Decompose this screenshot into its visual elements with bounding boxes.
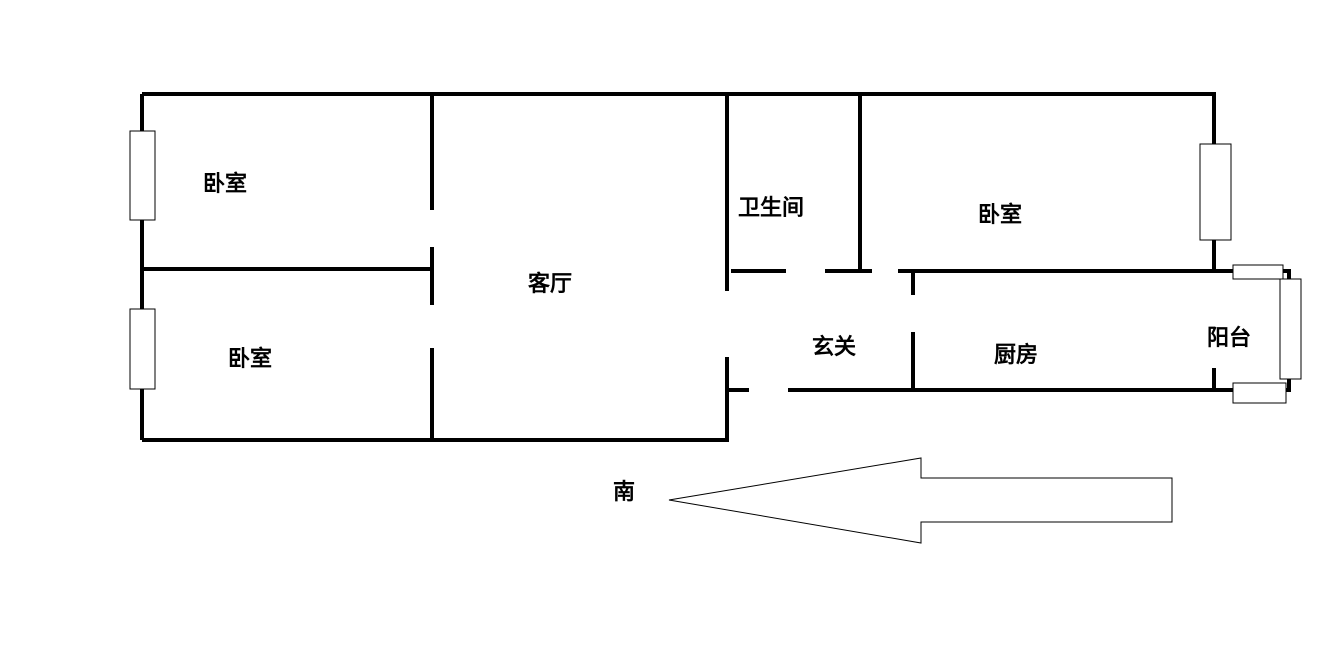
compass-south-label: 南 — [613, 480, 635, 505]
label-entrance: 玄关 — [812, 334, 856, 360]
room-labels: 卧室 卧室 客厅 卫生间 卧室 玄关 厨房 阳台 — [203, 171, 1251, 372]
windows — [129, 130, 1302, 404]
label-bedroom-bottom-left: 卧室 — [228, 346, 272, 372]
window-left-lower — [129, 308, 156, 390]
arrow-left-icon — [668, 457, 1173, 544]
window-balcony-side — [1279, 278, 1302, 380]
window-balcony-top — [1232, 264, 1284, 280]
window-right-bedroom — [1199, 143, 1232, 241]
walls — [140, 92, 1291, 442]
label-bedroom-right: 卧室 — [978, 202, 1022, 228]
window-left-upper — [129, 130, 156, 221]
label-balcony: 阳台 — [1207, 325, 1251, 351]
label-living-room: 客厅 — [528, 271, 572, 297]
window-balcony-bottom — [1232, 382, 1287, 404]
compass: 南 — [613, 457, 1173, 544]
label-kitchen: 厨房 — [994, 342, 1038, 368]
label-bedroom-top-left: 卧室 — [203, 171, 247, 197]
label-bathroom: 卫生间 — [738, 196, 804, 221]
